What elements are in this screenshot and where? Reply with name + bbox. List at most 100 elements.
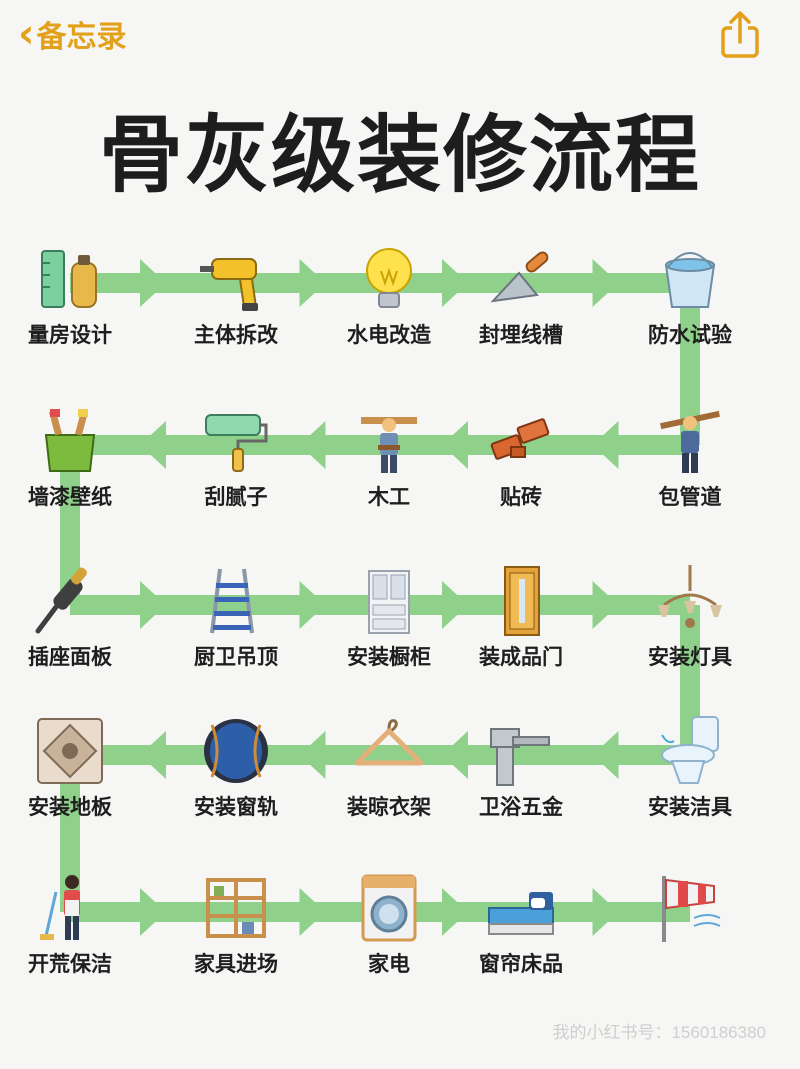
ladder-icon (200, 565, 272, 637)
step-label: 安装洁具 (648, 795, 732, 819)
shelf-icon (200, 872, 272, 944)
light-bulb-icon (353, 243, 425, 315)
track-connector (680, 283, 700, 445)
process-step: 木工 (314, 405, 464, 511)
cabinet-icon (353, 565, 425, 637)
chandelier-icon (654, 565, 726, 637)
flow-arrow (592, 259, 619, 307)
process-step: 窗帘床品 (446, 872, 596, 978)
cleaner-icon (34, 872, 106, 944)
windsock-icon (654, 872, 726, 944)
flow-arrow (299, 581, 326, 629)
share-icon (721, 11, 759, 58)
back-button[interactable]: ‹ 备忘录 (18, 12, 126, 56)
toilet-icon (654, 715, 726, 787)
water-bucket-icon (654, 243, 726, 315)
step-label: 厨卫吊顶 (194, 645, 278, 669)
bricks-icon (485, 405, 557, 477)
step-label: 木工 (368, 485, 410, 509)
step-label: 家电 (368, 952, 410, 976)
flow-arrow (592, 421, 619, 469)
flow-arrow (140, 259, 166, 307)
flow-arrow (299, 731, 326, 779)
paint-bucket-icon (34, 405, 106, 477)
step-label: 家具进场 (194, 952, 278, 976)
step-label: 装成品门 (479, 645, 563, 669)
step-label: 墙漆壁纸 (28, 485, 112, 509)
trowel-icon (485, 243, 557, 315)
flow-arrow (592, 581, 619, 629)
step-label: 安装窗轨 (194, 795, 278, 819)
process-step: 安装橱柜 (314, 565, 464, 671)
process-step: 装成品门 (446, 565, 596, 671)
floor-tile-icon (34, 715, 106, 787)
measuring-tools-icon (34, 243, 106, 315)
flow-arrow (592, 888, 619, 936)
page-title: 骨灰级装修流程 (98, 106, 701, 204)
step-label: 封埋线槽 (479, 323, 563, 347)
flow-arrow (140, 581, 166, 629)
process-step: 厨卫吊顶 (161, 565, 311, 671)
process-step: 主体拆改 (161, 243, 311, 349)
power-drill-icon (200, 243, 272, 315)
flow-arrow (299, 888, 326, 936)
process-step: 包管道 (615, 405, 765, 511)
process-step: 装晾衣架 (314, 715, 464, 821)
process-step: 卫浴五金 (446, 715, 596, 821)
step-label: 主体拆改 (194, 323, 278, 347)
step-label: 装晾衣架 (347, 795, 431, 819)
step-label: 安装地板 (28, 795, 112, 819)
flow-arrow (592, 731, 619, 779)
flow-arrow (442, 421, 468, 469)
step-label: 开荒保洁 (28, 952, 112, 976)
door-icon (485, 565, 557, 637)
step-label: 防水试验 (648, 323, 732, 347)
process-step: 安装窗轨 (161, 715, 311, 821)
process-step (615, 872, 765, 948)
paint-roller-icon (200, 405, 272, 477)
process-step: 防水试验 (615, 243, 765, 349)
share-button[interactable] (718, 10, 762, 60)
flow-arrow (442, 581, 468, 629)
worker-with-pipe-icon (654, 405, 726, 477)
process-step: 插座面板 (0, 565, 145, 671)
flow-arrow (442, 888, 468, 936)
flow-arrow (442, 259, 468, 307)
track-connector (60, 755, 80, 912)
step-label: 安装灯具 (648, 645, 732, 669)
step-label: 安装橱柜 (347, 645, 431, 669)
step-label: 插座面板 (28, 645, 112, 669)
step-label: 包管道 (658, 485, 722, 509)
process-step: 贴砖 (446, 405, 596, 511)
chevron-left-icon: ‹ (18, 11, 35, 57)
flow-arrow (140, 888, 166, 936)
process-step: 安装灯具 (615, 565, 765, 671)
plug-icon (34, 565, 106, 637)
window-curtain-icon (200, 715, 272, 787)
flow-arrow (140, 421, 166, 469)
flow-arrow (299, 421, 326, 469)
step-label: 窗帘床品 (479, 952, 563, 976)
process-step: 家电 (314, 872, 464, 978)
process-step: 家具进场 (161, 872, 311, 978)
step-label: 水电改造 (347, 323, 431, 347)
flow-arrow (299, 259, 326, 307)
step-label: 量房设计 (28, 323, 112, 347)
bed-icon (485, 872, 557, 944)
process-step: 水电改造 (314, 243, 464, 349)
carpenter-icon (353, 405, 425, 477)
process-step: 刮腻子 (161, 405, 311, 511)
step-label: 贴砖 (500, 485, 542, 509)
faucet-icon (485, 715, 557, 787)
step-label: 刮腻子 (204, 485, 268, 509)
flow-arrow (140, 731, 166, 779)
back-label: 备忘录 (36, 20, 127, 55)
process-step: 量房设计 (0, 243, 145, 349)
track-connector (60, 445, 80, 605)
process-step: 墙漆壁纸 (0, 405, 145, 511)
process-step: 开荒保洁 (0, 872, 145, 978)
hanger-icon (353, 715, 425, 787)
washing-machine-icon (353, 872, 425, 944)
step-label: 卫浴五金 (479, 795, 563, 819)
process-step: 安装洁具 (615, 715, 765, 821)
